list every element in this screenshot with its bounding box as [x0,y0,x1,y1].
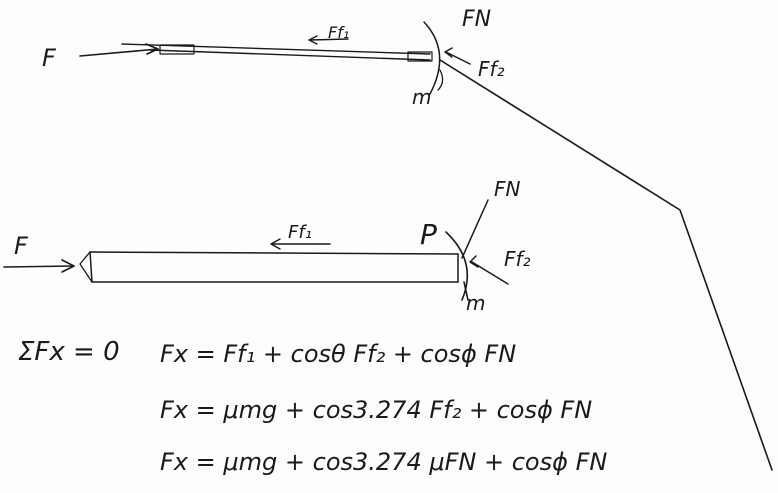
equation-line-3: Fx = μmg + cos3.274 μFN + cosϕ FN [160,448,607,476]
slope-guide-line [439,59,773,471]
bottom-rod-top [89,251,459,255]
bottom-contact-arc [445,231,469,301]
top-ff2-arrowhead [444,47,453,58]
equation-line-2: Fx = μmg + cos3.274 Ff₂ + cosϕ FN [160,396,592,424]
bottom-ff2-line [471,261,509,285]
bottom-ff1-arrowhead [270,238,281,250]
bottom-force-arrow [3,265,75,268]
top-contact-arc [423,21,441,95]
top-force-arrow [79,48,159,57]
top-label-ff1: Ff₁ [328,23,349,42]
bottom-sketch: F Ff₁ P FN Ff₂ m [3,177,531,315]
bottom-label-f: F [14,232,29,260]
top-rod-upper [121,43,431,55]
top-rod-left-block [159,44,195,55]
top-force-arrowhead [145,43,159,55]
bottom-label-p: P [420,218,437,251]
bottom-moment-stroke [463,281,469,301]
equations: ΣFx = 0 Fx = Ff₁ + cosθ Ff₂ + cosϕ FN Fx… [18,337,607,476]
top-ff1-arrowhead [308,35,318,45]
bottom-rod-left [89,251,93,283]
top-label-f: F [42,44,57,72]
bottom-label-ff1: Ff₁ [288,222,312,243]
top-label-m: m [412,85,431,109]
top-ff1-arrow [309,38,349,41]
bottom-fn-line [461,199,489,259]
top-ff2-arrow [445,51,471,65]
top-rod-lower [149,49,431,61]
bottom-label-ff2: Ff₂ [504,247,531,271]
top-label-ff2: Ff₂ [478,57,505,81]
top-sketch: F Ff₁ FN Ff₂ m [42,7,505,109]
equation-line-1: Fx = Ff₁ + cosθ Ff₂ + cosϕ FN [160,340,516,368]
equation-sum-fx: ΣFx = 0 [18,337,120,367]
bottom-label-fn: FN [494,177,521,201]
top-rod-right-block [407,51,433,62]
bottom-rod-tip [79,251,93,283]
bottom-force-arrowhead [61,259,75,273]
bottom-label-m: m [466,291,485,315]
bottom-ff2-arrowhead [469,255,479,268]
top-moment-stroke [437,69,444,91]
top-label-fn: FN [462,7,491,32]
